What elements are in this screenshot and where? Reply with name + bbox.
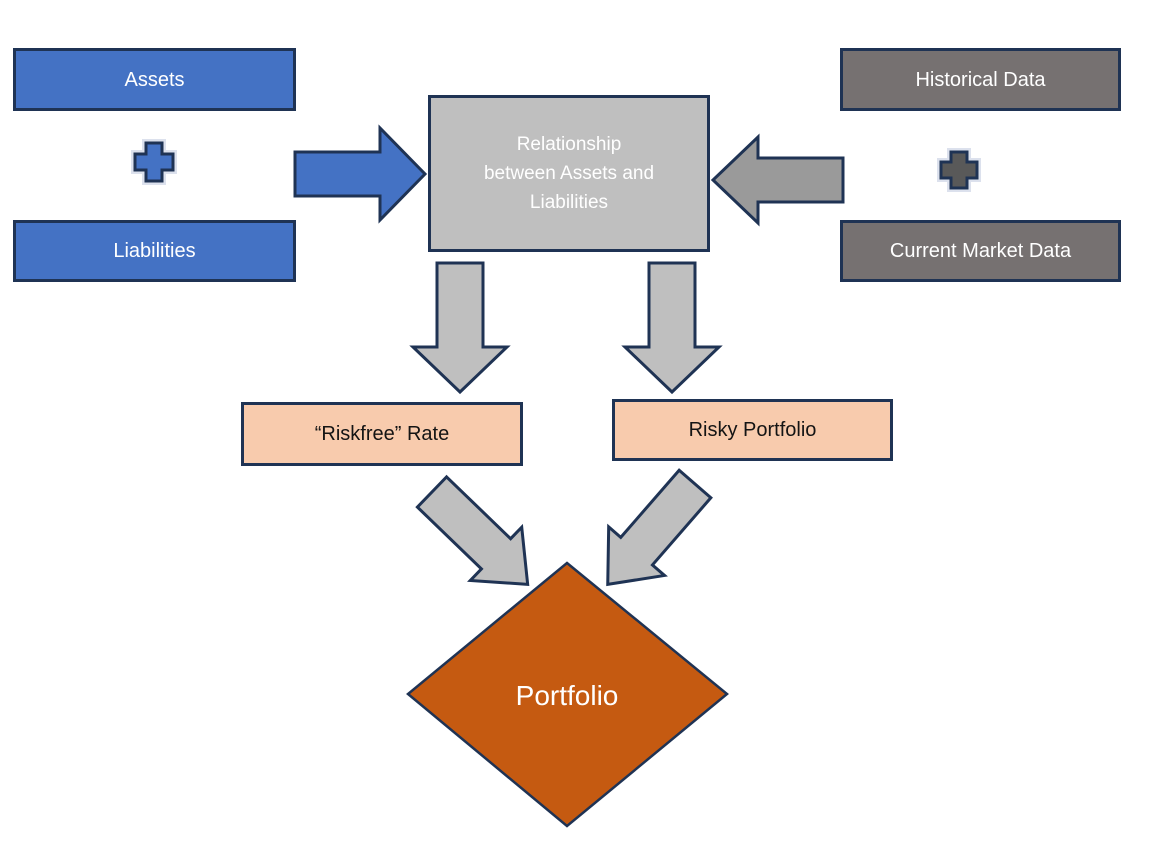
plus-icon-left [131, 139, 177, 185]
node-portfolio-label: Portfolio [515, 680, 619, 711]
arrow-relationship-to-riskfree-icon [409, 261, 511, 395]
node-assets-label: Assets [124, 68, 185, 91]
node-risky-portfolio-label: Risky Portfolio [688, 419, 817, 441]
node-relationship-label: Relationship between Assets and Liabilit… [483, 134, 655, 213]
node-assets: Assets [13, 48, 296, 111]
node-riskfree-rate-label: “Riskfree” Rate [314, 423, 450, 445]
arrow-risky-to-portfolio-icon [606, 468, 713, 587]
node-riskfree-rate: “Riskfree” Rate [241, 402, 523, 466]
plus-icon-right [937, 148, 981, 192]
arrow-data-to-relationship-icon [710, 133, 845, 227]
arrow-assets-to-relationship-icon [293, 124, 428, 224]
node-risky-portfolio: Risky Portfolio [612, 399, 893, 461]
node-current-market-data-label: Current Market Data [889, 240, 1072, 262]
node-liabilities-label: Liabilities [113, 240, 196, 262]
node-historical-data-label: Historical Data [915, 68, 1046, 91]
arrow-riskfree-to-portfolio-icon [415, 474, 530, 587]
portfolio-diamond [406, 561, 729, 828]
node-liabilities: Liabilities [13, 220, 296, 282]
node-historical-data: Historical Data [840, 48, 1121, 111]
arrow-relationship-to-risky-icon [621, 261, 723, 395]
node-relationship: Relationship between Assets and Liabilit… [428, 95, 710, 252]
node-current-market-data: Current Market Data [840, 220, 1121, 282]
